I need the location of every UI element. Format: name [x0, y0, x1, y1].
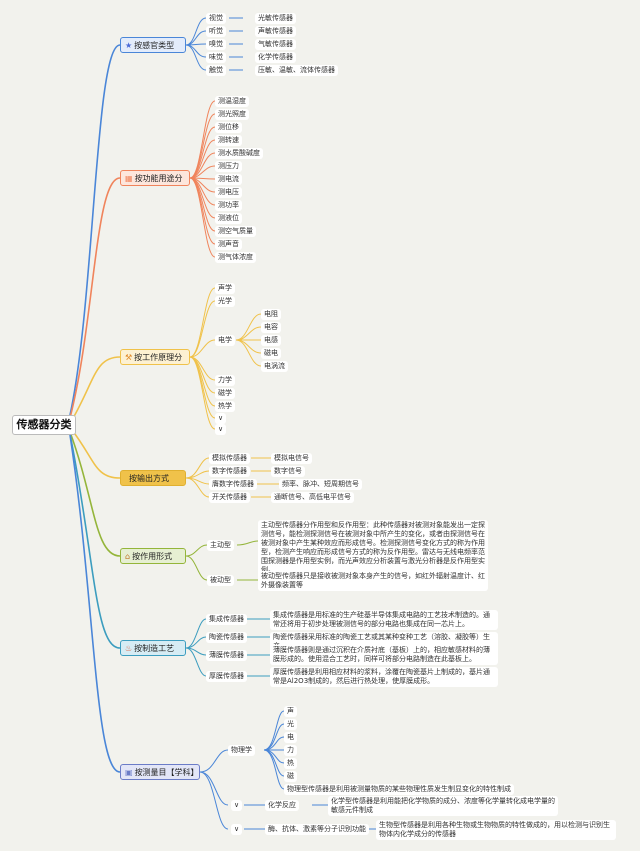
process-type[interactable]: 厚膜传感器 — [206, 671, 247, 682]
output-type[interactable]: 膺数字传感器 — [209, 479, 257, 490]
principle-item[interactable]: 光学 — [215, 296, 235, 307]
star-icon: ★ — [125, 41, 133, 50]
biology-description: 生物型传感器是利用各种生物或生物物质的特性做成的，用以检测与识别生物体内化学成分… — [376, 820, 616, 840]
process-type[interactable]: 集成传感器 — [206, 614, 247, 625]
category-principle[interactable]: ⚒按工作原理分 — [120, 349, 190, 365]
electrical-item[interactable]: 电感 — [261, 335, 281, 346]
process-description: 厚膜传感器是利用相应材料的浆料，涂覆在陶瓷基片上制成的，基片通常是Al2O3制成… — [270, 667, 498, 687]
output-signal[interactable]: 频率、脉冲、短周期信号 — [279, 479, 362, 490]
sense-node[interactable]: 触觉 — [206, 65, 226, 76]
output-type[interactable]: 模拟传感器 — [209, 453, 250, 464]
category-sense-type[interactable]: ★按感官类型 — [120, 37, 186, 53]
output-signal[interactable]: 通断信号、高低电平信号 — [271, 492, 354, 503]
physics-node[interactable]: 物理学 — [228, 745, 255, 756]
process-type[interactable]: 薄膜传感器 — [206, 650, 247, 661]
category-output[interactable]: 按输出方式 — [120, 470, 186, 486]
function-item[interactable]: 测水质酸碱度 — [215, 148, 263, 159]
sense-node[interactable]: 味觉 — [206, 52, 226, 63]
principle-item[interactable]: 声学 — [215, 283, 235, 294]
physics-description: 物理型传感器是利用被测量物质的某些物理性质发生制显变化的特性制成 — [284, 784, 514, 795]
output-signal[interactable]: 数字信号 — [271, 466, 305, 477]
process-description: 集成传感器是用标准的生产硅基半导体集成电路的工艺技术制造的。通常还将用于初步处理… — [270, 610, 498, 630]
fire-icon: ♨ — [125, 644, 133, 653]
category-measurand[interactable]: ▣按测量目【学科】 — [120, 764, 200, 780]
principle-item[interactable]: 力学 — [215, 375, 235, 386]
chemistry-description: 化学型传感器是利用能把化学物质的成分、浓度等化学量转化成电学量的敏感元件制成 — [328, 796, 558, 816]
tools-icon: ⚒ — [125, 353, 133, 362]
function-item[interactable]: 测电压 — [215, 187, 242, 198]
principle-item[interactable]: 热学 — [215, 401, 235, 412]
electrical-item[interactable]: 电阻 — [261, 309, 281, 320]
output-type[interactable]: 开关传感器 — [209, 492, 250, 503]
physics-item[interactable]: 电 — [284, 732, 297, 743]
physics-item[interactable]: 声 — [284, 706, 297, 717]
category-function[interactable]: ▦按功能用途分 — [120, 170, 190, 186]
function-item[interactable]: 测声音 — [215, 239, 242, 250]
function-item[interactable]: 测压力 — [215, 161, 242, 172]
function-item[interactable]: 测电流 — [215, 174, 242, 185]
home-icon: ⌂ — [125, 552, 131, 561]
active-description: 主动型传感器分作用型和反作用型：此种传感器对被测对象能发出一定探测信号，能检测探… — [258, 520, 488, 576]
output-type[interactable]: 数字传感器 — [209, 466, 250, 477]
physics-item[interactable]: 力 — [284, 745, 297, 756]
function-item[interactable]: 测液位 — [215, 213, 242, 224]
sensor-node[interactable]: 光敏传感器 — [255, 13, 296, 24]
physics-item[interactable]: 光 — [284, 719, 297, 730]
sense-node[interactable]: 听觉 — [206, 26, 226, 37]
box-icon: ▣ — [125, 768, 133, 777]
category-action-form[interactable]: ⌂按作用形式 — [120, 548, 186, 564]
root-node[interactable]: 传感器分类 — [12, 415, 76, 435]
expand-toggle[interactable]: ∨ — [231, 824, 243, 835]
process-description: 薄膜传感器则是通过沉积在介质衬底（基板）上的，相应敏感材料的薄膜形成的。使用混合… — [270, 645, 498, 665]
function-item[interactable]: 测功率 — [215, 200, 242, 211]
expand-toggle[interactable]: ∨ — [231, 800, 243, 811]
function-item[interactable]: 测光照度 — [215, 109, 249, 120]
function-item[interactable]: 测空气质量 — [215, 226, 256, 237]
output-signal[interactable]: 模拟电信号 — [271, 453, 312, 464]
expand-toggle[interactable]: ∨ — [215, 413, 227, 424]
expand-toggle[interactable]: ∨ — [215, 424, 227, 435]
sensor-node[interactable]: 压敏、温敏、流体传感器 — [255, 65, 338, 76]
electrical-item[interactable]: 电涡流 — [261, 361, 288, 372]
electrical-item[interactable]: 电容 — [261, 322, 281, 333]
principle-item[interactable]: 磁学 — [215, 388, 235, 399]
chemistry-node[interactable]: 化学反应 — [265, 800, 299, 811]
active-type[interactable]: 主动型 — [207, 540, 234, 551]
physics-item[interactable]: 磁 — [284, 771, 297, 782]
sensor-node[interactable]: 化学传感器 — [255, 52, 296, 63]
electrical-item[interactable]: 磁电 — [261, 348, 281, 359]
passive-type[interactable]: 被动型 — [207, 575, 234, 586]
function-item[interactable]: 测温湿度 — [215, 96, 249, 107]
sense-node[interactable]: 视觉 — [206, 13, 226, 24]
principle-electrical[interactable]: 电学 — [215, 335, 235, 346]
passive-description: 被动型传感器只是接收被测对象本身产生的信号，如红外辐射温度计、红外摄像装置等 — [258, 571, 488, 591]
function-item[interactable]: 测转速 — [215, 135, 242, 146]
biology-node[interactable]: 酶、抗体、激素等分子识别功能 — [265, 824, 369, 835]
physics-item[interactable]: 热 — [284, 758, 297, 769]
category-manufacturing[interactable]: ♨按制造工艺 — [120, 640, 186, 656]
function-item[interactable]: 测气体浓度 — [215, 252, 256, 263]
function-item[interactable]: 测位移 — [215, 122, 242, 133]
sensor-node[interactable]: 声敏传感器 — [255, 26, 296, 37]
sensor-node[interactable]: 气敏传感器 — [255, 39, 296, 50]
process-type[interactable]: 陶瓷传感器 — [206, 632, 247, 643]
grid-icon: ▦ — [125, 174, 133, 183]
sense-node[interactable]: 嗅觉 — [206, 39, 226, 50]
